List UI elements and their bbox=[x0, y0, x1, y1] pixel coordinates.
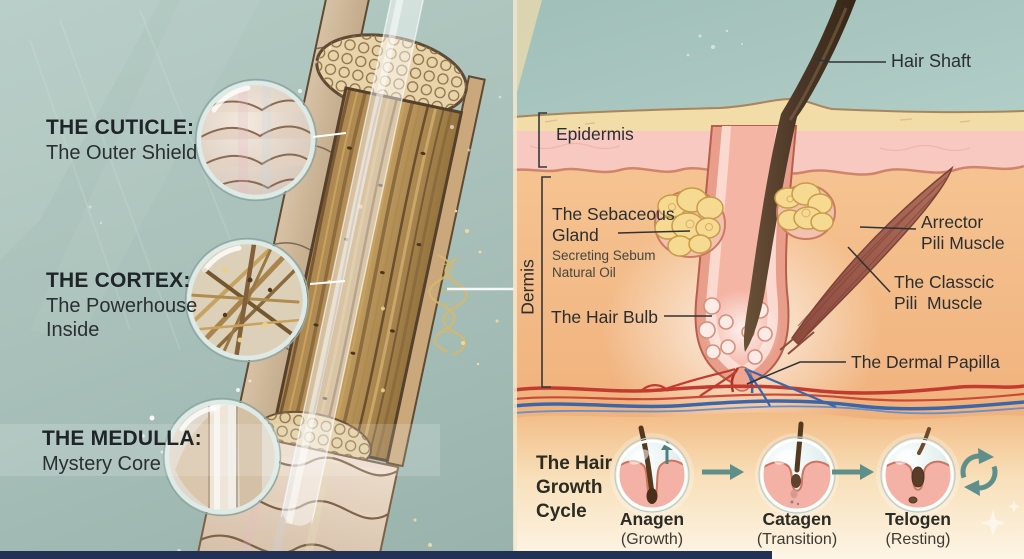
medulla-magnifier-lens bbox=[162, 397, 282, 517]
cortex-label: THE CORTEX: The Powerhouse Inside bbox=[46, 268, 197, 342]
cuticle-magnifier-lens bbox=[194, 78, 347, 202]
arrector-pili-muscle-drawing bbox=[779, 165, 954, 355]
sky-sparkles bbox=[686, 29, 743, 57]
catagen-stage-label: Catagen (Transition) bbox=[757, 509, 837, 549]
lens-leader-line bbox=[309, 280, 346, 285]
catagen-phase: (Transition) bbox=[756, 531, 838, 548]
panel-divider bbox=[513, 0, 517, 551]
cortex-subtitle: The Powerhouse Inside bbox=[46, 295, 198, 342]
sebaceous-gland-drawing bbox=[654, 182, 836, 258]
medulla-title: THE MEDULLA: bbox=[42, 427, 202, 450]
hair-bulb-label: The Hair Bulb bbox=[551, 307, 658, 327]
arrow-right-icon bbox=[702, 464, 744, 480]
sebaceous-gland-sublabel: Secreting Sebum Natural Oil bbox=[552, 248, 656, 281]
light-beam bbox=[30, 0, 260, 340]
telogen-stage-label: Telogen (Resting) bbox=[885, 509, 951, 549]
dermis-bracket bbox=[541, 176, 551, 388]
hair-shaft-label: Hair Shaft bbox=[891, 51, 972, 71]
cuticle-label: THE CUTICLE: The Outer Shield bbox=[46, 115, 197, 165]
dna-helix bbox=[428, 254, 468, 356]
anagen-phase: (Growth) bbox=[620, 531, 684, 548]
left-panel-art bbox=[0, 0, 516, 559]
dermal-papilla-label: The Dermal Papilla bbox=[851, 352, 1000, 372]
medulla-highlight-band bbox=[0, 424, 440, 476]
anagen-name: Anagen bbox=[619, 509, 685, 529]
dermis-label: Dermis bbox=[517, 259, 538, 315]
cuticle-subtitle: The Outer Shield bbox=[46, 142, 198, 165]
epidermis-bracket bbox=[538, 112, 547, 168]
growth-cycle-title: The Hair Growth Cycle bbox=[536, 453, 613, 522]
cortex-title: THE CORTEX: bbox=[46, 269, 191, 292]
hair-shaft-drawing bbox=[743, 0, 856, 352]
blood-vessels bbox=[513, 367, 1024, 415]
cycle-arrows-icon bbox=[960, 448, 998, 496]
medulla-label: THE MEDULLA: Mystery Core bbox=[42, 426, 202, 476]
telogen-phase: (Resting) bbox=[885, 531, 951, 548]
layer-brackets bbox=[538, 112, 551, 388]
anagen-circle bbox=[610, 425, 694, 517]
leader-lines bbox=[617, 58, 917, 385]
catagen-name: Catagen bbox=[762, 509, 832, 529]
catagen-circle bbox=[755, 421, 839, 517]
bottom-navy-strip bbox=[0, 551, 772, 559]
medulla-tube bbox=[280, 0, 436, 526]
cortex-magnifier-lens bbox=[184, 237, 346, 363]
arrector-pili-label: Arrector Pili Muscle bbox=[921, 212, 1005, 253]
skin-cross-section bbox=[513, 0, 1024, 559]
telogen-name: Telogen bbox=[885, 509, 951, 529]
epidermis-label: Epidermis bbox=[556, 124, 634, 144]
medulla-subtitle: Mystery Core bbox=[42, 453, 161, 476]
telogen-circle bbox=[876, 427, 960, 517]
light-beam bbox=[0, 0, 160, 260]
arrow-right-icon bbox=[832, 464, 874, 480]
classic-pili-label: The Classcic Pili Muscle bbox=[894, 272, 995, 313]
stratum-corneum-layer bbox=[514, 99, 1024, 131]
anagen-stage-label: Anagen (Growth) bbox=[620, 509, 684, 549]
cuticle-title: THE CUTICLE: bbox=[46, 116, 195, 139]
gold-sparkle-dots bbox=[413, 209, 499, 547]
hair-growth-cycle bbox=[610, 421, 1020, 536]
sebaceous-gland-label: The Sebaceous Gland bbox=[552, 204, 675, 245]
sparkle-icon bbox=[980, 500, 1020, 536]
lens-leader-line bbox=[312, 132, 347, 138]
light-beam bbox=[517, 0, 542, 92]
